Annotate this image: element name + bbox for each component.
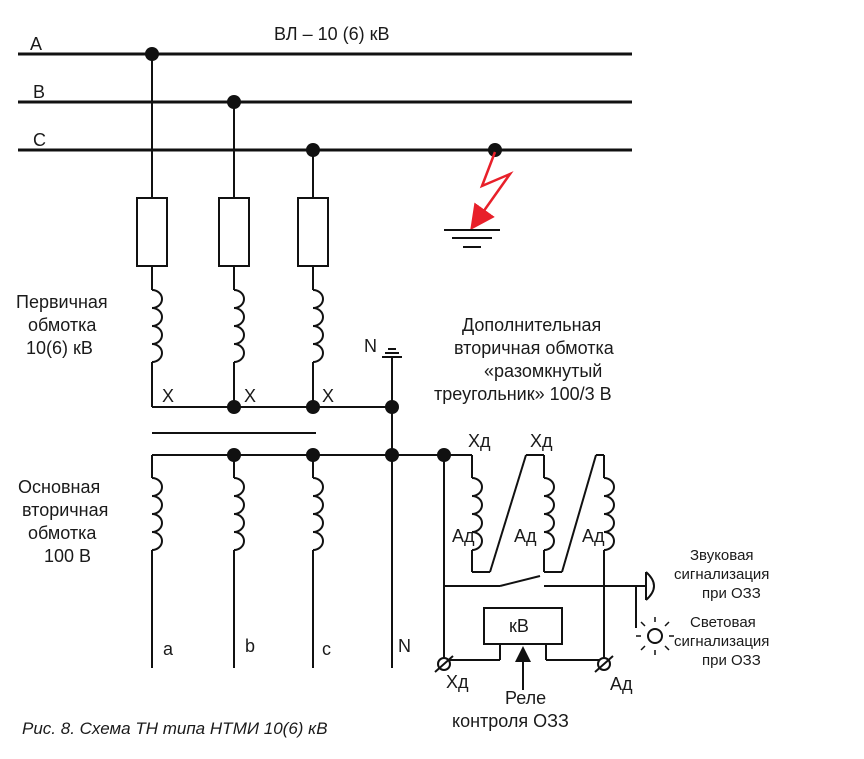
relay-wiring <box>444 644 604 661</box>
xd-mark-1: Xд <box>468 431 491 451</box>
output-c: c <box>322 639 331 659</box>
ad-mark-1: Aд <box>452 526 475 546</box>
neutral-ground-icon <box>382 348 402 668</box>
n-mark-top: N <box>364 336 377 356</box>
line-title: ВЛ – 10 (6) кВ <box>274 24 390 44</box>
svg-text:обмотка: обмотка <box>28 315 97 335</box>
ad-mark-terminal: Aд <box>610 674 633 694</box>
svg-text:Световая: Световая <box>690 614 756 631</box>
primary-label: Первичная обмотка 10(6) кВ <box>16 292 108 358</box>
lamp-icon <box>636 617 674 655</box>
primary-coils <box>151 289 392 408</box>
output-a: a <box>163 639 174 659</box>
svg-text:при ОЗЗ: при ОЗЗ <box>702 652 761 669</box>
svg-text:10(6) кВ: 10(6) кВ <box>26 338 93 358</box>
sound-signal-label: Звуковая сигнализация при ОЗЗ <box>674 547 769 602</box>
svg-text:при ОЗЗ: при ОЗЗ <box>702 585 761 602</box>
relay-box-label: кВ <box>509 616 529 636</box>
main-secondary-label: Основная вторичная обмотка 100 В <box>18 477 108 566</box>
svg-text:сигнализация: сигнализация <box>674 633 769 650</box>
x-mark-c: X <box>322 386 334 406</box>
xd-mark-2: Xд <box>530 431 553 451</box>
fault-point <box>488 143 502 157</box>
svg-text:«разомкнутый: «разомкнутый <box>484 361 602 381</box>
x-mark-a: X <box>162 386 174 406</box>
svg-text:Реле: Реле <box>505 688 546 708</box>
svg-text:вторичная обмотка: вторичная обмотка <box>454 338 615 358</box>
svg-text:треугольник» 100/3 В: треугольник» 100/3 В <box>434 384 612 404</box>
svg-text:вторичная: вторичная <box>22 500 108 520</box>
x-mark-b: X <box>244 386 256 406</box>
fuse-b <box>218 197 250 267</box>
svg-text:обмотка: обмотка <box>28 523 97 543</box>
output-n: N <box>398 636 411 656</box>
svg-text:100 В: 100 В <box>44 546 91 566</box>
svg-text:контроля ОЗЗ: контроля ОЗЗ <box>452 711 569 731</box>
ground-icon <box>444 229 500 248</box>
main-secondary <box>151 454 472 668</box>
additional-secondary-label: Дополнительная вторичная обмотка «разомк… <box>434 315 615 404</box>
light-signal-label: Световая сигнализация при ОЗЗ <box>674 614 769 669</box>
svg-text:Основная: Основная <box>18 477 100 497</box>
open-delta <box>471 454 615 660</box>
svg-text:сигнализация: сигнализация <box>674 566 769 583</box>
ad-mark-3: Aд <box>582 526 605 546</box>
xd-mark-terminal: Xд <box>446 672 469 692</box>
fault-lightning-icon <box>470 151 514 231</box>
phase-b-label: B <box>33 82 45 102</box>
relay-box <box>483 607 563 645</box>
ad-mark-2: Aд <box>514 526 537 546</box>
svg-text:Дополнительная: Дополнительная <box>462 315 601 335</box>
figure-caption: Рис. 8. Схема ТН типа НТМИ 10(6) кВ <box>22 719 328 738</box>
phase-a-label: A <box>30 34 42 54</box>
output-b: b <box>245 636 255 656</box>
phase-taps <box>136 54 329 290</box>
horn-icon <box>645 571 655 601</box>
relay-contact <box>444 575 646 628</box>
fuse-a <box>136 197 168 267</box>
svg-text:Звуковая: Звуковая <box>690 547 754 564</box>
fuse-c <box>297 197 329 267</box>
relay-caption: Реле контроля ОЗЗ <box>452 688 569 731</box>
svg-text:Первичная: Первичная <box>16 292 108 312</box>
phase-c-label: C <box>33 130 46 150</box>
